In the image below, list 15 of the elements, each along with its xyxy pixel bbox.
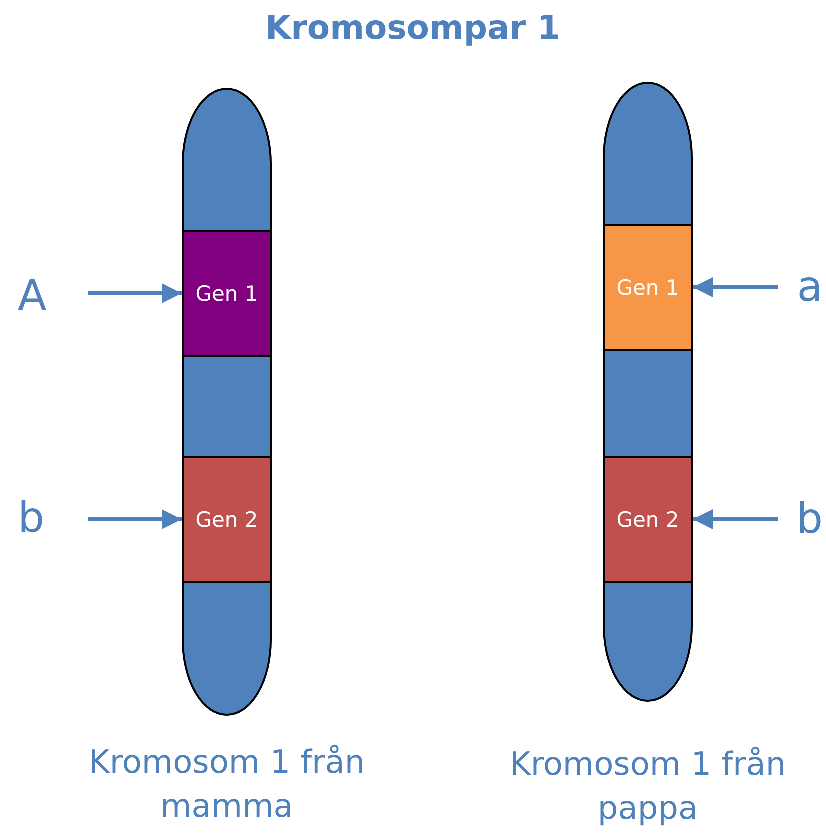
arrow xyxy=(693,278,778,298)
gene-segment: Gen 2 xyxy=(603,456,693,583)
arrow xyxy=(88,284,182,304)
allele-letter: a xyxy=(781,262,823,312)
allele-letter: b xyxy=(781,494,823,544)
gene-segment: Gen 1 xyxy=(182,230,272,357)
arrow xyxy=(693,510,778,530)
chromosome-caption: Kromosom 1 från pappa xyxy=(508,744,788,829)
diagram-title: Kromosompar 1 xyxy=(264,8,562,47)
allele-letter: b xyxy=(18,493,85,543)
chromosome-caption: Kromosom 1 från mamma xyxy=(88,742,366,827)
gene-segment: Gen 2 xyxy=(182,456,272,583)
gene-segment: Gen 1 xyxy=(603,224,693,351)
allele-letter: A xyxy=(18,271,85,321)
arrow xyxy=(88,510,182,530)
